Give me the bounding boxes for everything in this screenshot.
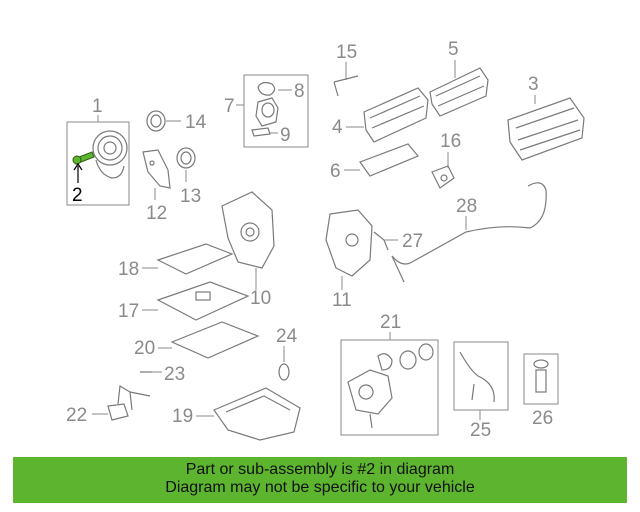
engine-parts-diagram: 1 2 14 12 13 7 8 — [66, 39, 585, 441]
callout-24[interactable]: 24 — [276, 326, 298, 347]
part-18-gasket: 18 — [118, 243, 234, 280]
part-5-gasket: 5 — [429, 39, 489, 117]
callout-12[interactable]: 12 — [146, 203, 167, 224]
info-banner: Part or sub-assembly is #2 in diagram Di… — [13, 457, 627, 503]
callout-20[interactable]: 20 — [134, 338, 155, 359]
part-17-plate: 17 — [118, 281, 250, 322]
callout-14[interactable]: 14 — [185, 112, 207, 133]
callout-23[interactable]: 23 — [164, 364, 185, 385]
part-27: 27 — [373, 231, 423, 252]
callout-25[interactable]: 25 — [470, 420, 491, 441]
part-22-dipstick: 22 — [66, 385, 151, 426]
callout-6[interactable]: 6 — [330, 161, 341, 182]
callout-19[interactable]: 19 — [172, 406, 193, 427]
part-19-oil-pan: 19 — [172, 387, 301, 441]
banner-line-2: Diagram may not be specific to your vehi… — [165, 479, 475, 496]
part-26-group: 26 — [523, 353, 559, 429]
callout-8[interactable]: 8 — [294, 81, 305, 102]
part-25-group: 25 — [453, 341, 509, 441]
part-14-seal: 14 — [146, 110, 207, 133]
callout-27[interactable]: 27 — [402, 231, 423, 252]
part-23: 23 — [140, 364, 185, 385]
part-3-cover: 3 — [507, 74, 585, 161]
part-20-gasket: 20 — [134, 321, 260, 359]
callout-4[interactable]: 4 — [332, 117, 343, 138]
callout-21[interactable]: 21 — [380, 312, 401, 333]
callout-10[interactable]: 10 — [250, 288, 271, 309]
part-10-timing-cover: 10 — [221, 191, 275, 309]
callout-3[interactable]: 3 — [528, 74, 539, 95]
callout-17[interactable]: 17 — [118, 301, 139, 322]
callout-13[interactable]: 13 — [180, 186, 201, 207]
part-11-front-cover: 11 — [325, 209, 373, 311]
callout-1[interactable]: 1 — [92, 96, 103, 117]
bolt-part-2[interactable]: 2 — [72, 151, 95, 206]
callout-2[interactable]: 2 — [72, 185, 83, 206]
part-16-sensor: 16 — [431, 131, 461, 189]
part-15: 15 — [333, 42, 359, 97]
callout-28[interactable]: 28 — [456, 196, 477, 217]
callout-16[interactable]: 16 — [440, 131, 461, 152]
callout-5[interactable]: 5 — [448, 39, 459, 60]
part-28-cable: 28 — [391, 182, 547, 283]
callout-15[interactable]: 15 — [336, 42, 357, 63]
part-7-group: 7 8 9 — [224, 74, 309, 148]
callout-18[interactable]: 18 — [118, 259, 139, 280]
part-6-gasket: 6 — [330, 143, 419, 182]
callout-9[interactable]: 9 — [280, 125, 291, 146]
part-13-ring: 13 — [176, 147, 201, 207]
part-12-bracket: 12 — [142, 149, 171, 224]
callout-11[interactable]: 11 — [332, 290, 352, 311]
part-21-group: 21 — [340, 312, 439, 436]
callout-7[interactable]: 7 — [224, 96, 235, 117]
part-4-cover: 4 — [332, 87, 429, 143]
callout-26[interactable]: 26 — [532, 408, 553, 429]
part-24: 24 — [276, 326, 298, 381]
callout-22[interactable]: 22 — [66, 405, 87, 426]
part-1-group: 1 — [66, 96, 130, 206]
banner-line-1: Part or sub-assembly is #2 in diagram — [185, 461, 455, 478]
